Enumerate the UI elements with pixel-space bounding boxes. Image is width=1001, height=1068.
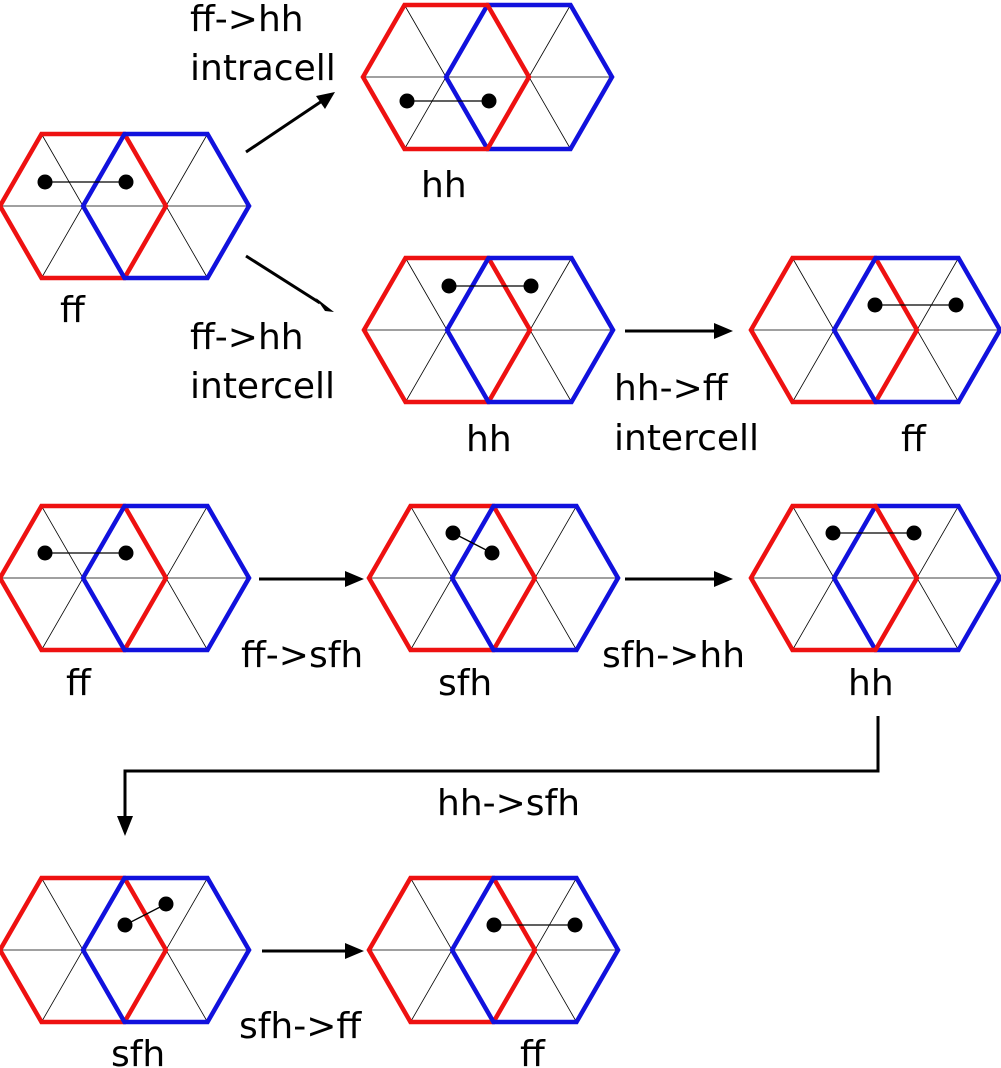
panel-label: ff: [901, 419, 927, 460]
lattice-lines: [370, 505, 618, 651]
lattice-lines: [370, 877, 618, 1023]
lattice-lines: [1, 877, 249, 1023]
unit-cell-right: [80, 875, 252, 1025]
atom-dot: [906, 525, 922, 541]
atom-dot: [399, 93, 415, 109]
atom-dot: [441, 278, 457, 294]
panel-hh-row2: hh: [748, 503, 1001, 704]
unit-cell-left: [0, 131, 169, 281]
unit-cell-left: [748, 503, 920, 653]
atom-dot: [445, 525, 461, 541]
panel-label: ff: [66, 663, 92, 704]
transition-label-ff-hh-intercell-line2: intercell: [190, 366, 335, 407]
atom-dot: [523, 278, 539, 294]
atom-dot: [118, 545, 134, 561]
panel-label: hh: [421, 165, 467, 206]
atom-dot: [117, 917, 133, 933]
unit-cell-left: [0, 875, 169, 1025]
lattice-lines: [1, 133, 249, 279]
arrow-hh-ff-intercell: [625, 323, 733, 339]
unit-cell-left: [366, 875, 538, 1025]
panel-ff-start: ff: [0, 131, 252, 331]
transition-label-hh-sfh: hh->sfh: [437, 783, 580, 824]
arrow-ff-sfh: [259, 571, 364, 587]
panel-label: hh: [466, 419, 512, 460]
unit-cell-left: [360, 2, 532, 152]
panel-sfh-row3: sfh: [0, 875, 252, 1068]
arrow-sfh-hh: [625, 571, 733, 587]
panel-ff-after-intercell: ff: [748, 255, 1001, 460]
lattice-lines: [1, 505, 249, 651]
transition-label-hh-ff-intercell-line1: hh->ff: [614, 368, 729, 409]
unit-cell-right: [831, 255, 1001, 405]
panel-label: sfh: [111, 1034, 165, 1068]
atom-dot: [118, 174, 134, 190]
atom-dot: [37, 545, 53, 561]
panel-hh-intracell: hh: [360, 2, 615, 206]
transition-label-sfh-ff: sfh->ff: [239, 1006, 362, 1047]
panel-ff-row2: ff: [0, 503, 252, 704]
atom-dot: [825, 525, 841, 541]
unit-cell-right: [444, 255, 616, 405]
unit-cell-right: [449, 875, 621, 1025]
lattice-lines: [752, 257, 1000, 403]
panel-sfh-row2: sfh: [366, 503, 621, 704]
atom-dot: [481, 93, 497, 109]
panel-hh-intercell: hh: [361, 255, 616, 460]
atom-dot: [158, 896, 174, 912]
arrow-ff-hh-intercell: [245, 254, 334, 312]
molecule-bond: [124, 903, 167, 926]
atom-dot: [567, 917, 583, 933]
panel-label: ff: [60, 290, 86, 331]
lattice-lines: [752, 505, 1000, 651]
unit-cell-left: [748, 255, 920, 405]
unit-cell-left: [366, 503, 538, 653]
lattice-lines: [364, 4, 612, 150]
transition-label-hh-ff-intercell-line2: intercell: [614, 418, 759, 459]
unit-cell-right: [80, 131, 252, 281]
unit-cell-left: [361, 255, 533, 405]
atom-dot: [37, 174, 53, 190]
transition-label-ff-hh-intercell-line1: ff->hh: [190, 317, 304, 358]
unit-cell-right: [449, 503, 621, 653]
arrow-sfh-ff: [262, 943, 364, 959]
atom-dot: [484, 545, 500, 561]
unit-cell-right: [80, 503, 252, 653]
unit-cell-left: [0, 503, 169, 653]
panel-label: hh: [848, 663, 894, 704]
atom-dot: [948, 297, 964, 313]
transition-label-sfh-hh: sfh->hh: [602, 635, 745, 676]
transition-label-ff-hh-intracell-line2: intracell: [190, 48, 336, 89]
atom-dot: [486, 917, 502, 933]
transition-label-ff-sfh: ff->sfh: [241, 635, 363, 676]
atom-dot: [867, 297, 883, 313]
lattice-lines: [365, 257, 613, 403]
transition-label-ff-hh-intracell-line1: ff->hh: [190, 0, 304, 40]
arrow-ff-hh-intracell: [245, 92, 335, 154]
arrow-hh-sfh: [117, 716, 880, 836]
panel-label: ff: [520, 1034, 546, 1068]
panel-ff-row3: ff: [366, 875, 621, 1068]
panel-label: sfh: [438, 663, 492, 704]
